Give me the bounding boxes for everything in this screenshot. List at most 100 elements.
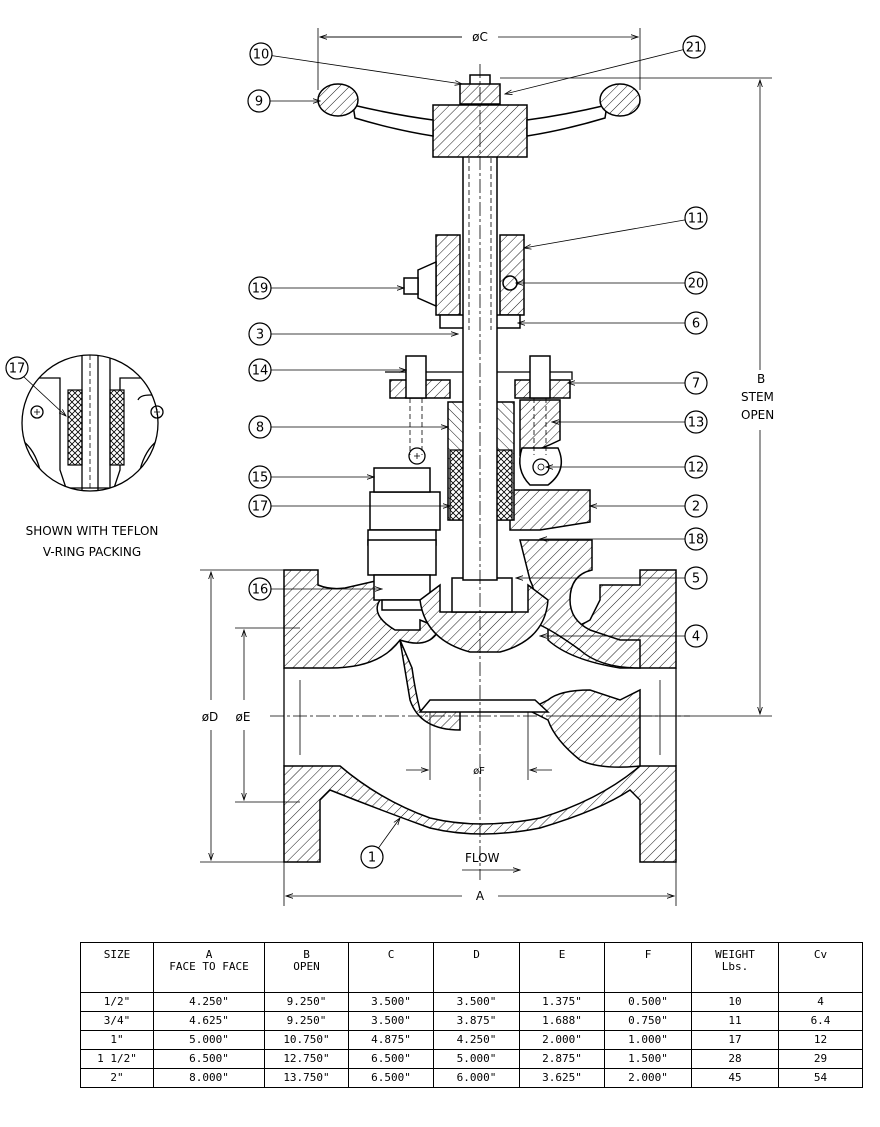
table-cell: 4.250" — [153, 992, 265, 1012]
table-header-cell: C — [348, 942, 434, 993]
callout-15: 15 — [248, 465, 374, 489]
callout-6: 6 — [518, 311, 708, 335]
flow-label: FLOW — [465, 851, 500, 865]
callout-label-12: 12 — [688, 461, 705, 476]
detail-caption-line-1: SHOWN WITH TEFLON — [26, 524, 159, 538]
table-cell: 2.875" — [519, 1049, 605, 1069]
dimension-f-label: øF — [473, 766, 485, 777]
table-cell: 0.500" — [604, 992, 692, 1012]
callout-4: 4 — [540, 624, 708, 648]
callout-2: 2 — [590, 494, 708, 518]
table-cell: 11 — [691, 1011, 779, 1031]
table-row: 1 1/2"6.500"12.750"6.500"5.000"2.875"1.5… — [80, 1049, 863, 1069]
callout-21: 21 — [505, 35, 706, 94]
callout-label-10: 10 — [253, 48, 270, 63]
callout-7: 7 — [568, 371, 708, 395]
callout-label-11: 11 — [688, 212, 705, 227]
callout-9: 9 — [247, 89, 320, 113]
table-header-cell: E — [519, 942, 605, 993]
callout-label-3: 3 — [256, 328, 264, 343]
table-cell: 2.000" — [604, 1068, 692, 1088]
table-header-cell: Cv — [778, 942, 863, 993]
table-cell: 1" — [80, 1030, 154, 1050]
callout-16: 16 — [248, 577, 382, 601]
table-cell: 0.750" — [604, 1011, 692, 1031]
table-cell: 28 — [691, 1049, 779, 1069]
callout-8: 8 — [248, 415, 448, 439]
table-header-cell: F — [604, 942, 692, 993]
detail-callout-label: 17 — [9, 362, 26, 377]
table-cell: 1.688" — [519, 1011, 605, 1031]
dimension-b-label-1: B — [757, 372, 765, 386]
table-cell: 3.500" — [348, 992, 434, 1012]
dimension-f: øF — [406, 712, 552, 780]
dimension-c-label: øC — [472, 30, 488, 44]
table-cell: 8.000" — [153, 1068, 265, 1088]
table-cell: 3.500" — [433, 992, 520, 1012]
dimension-e-label: øE — [236, 710, 251, 724]
table-header-cell: D — [433, 942, 520, 993]
callout-17: 17 — [248, 494, 450, 518]
callout-label-20: 20 — [688, 277, 705, 292]
table-cell: 6.000" — [433, 1068, 520, 1088]
table-cell: 2" — [80, 1068, 154, 1088]
table-cell: 3/4" — [80, 1011, 154, 1031]
callout-label-16: 16 — [252, 583, 269, 598]
callout-12: 12 — [546, 455, 708, 479]
dimension-c: øC — [317, 28, 641, 90]
callout-label-6: 6 — [692, 317, 700, 332]
table-cell: 6.500" — [348, 1049, 434, 1069]
dimension-a-label: A — [476, 889, 485, 903]
callout-1: 1 — [360, 818, 400, 869]
table-cell: 1.500" — [604, 1049, 692, 1069]
dimension-a: A — [283, 862, 677, 906]
valve-body — [283, 539, 677, 863]
callout-label-14: 14 — [252, 364, 269, 379]
table-cell: 6.500" — [153, 1049, 265, 1069]
callout-label-7: 7 — [692, 377, 700, 392]
table-cell: 4.625" — [153, 1011, 265, 1031]
table-cell: 45 — [691, 1068, 779, 1088]
table-row: 2"8.000"13.750"6.500"6.000"3.625"2.000"4… — [80, 1068, 863, 1088]
valve-cross-section-drawing: øC B STEM OPEN øD øE øF A FLOW 123456789… — [5, 28, 774, 906]
table-cell: 9.250" — [264, 992, 349, 1012]
callout-label-5: 5 — [692, 572, 700, 587]
callout-18: 18 — [540, 527, 708, 551]
table-cell: 3.625" — [519, 1068, 605, 1088]
dimension-b-label-3: OPEN — [741, 408, 774, 422]
dimension-d: øD — [200, 569, 284, 863]
dimension-e: øE — [235, 627, 300, 803]
callout-20: 20 — [516, 271, 708, 295]
table-row: 3/4"4.625"9.250"3.500"3.875"1.688"0.750"… — [80, 1011, 863, 1031]
callout-11: 11 — [524, 206, 708, 248]
dimension-d-label: øD — [202, 710, 219, 724]
callout-10: 10 — [249, 42, 462, 84]
callout-label-21: 21 — [686, 41, 703, 56]
callout-3: 3 — [248, 322, 458, 346]
table-cell: 12.750" — [264, 1049, 349, 1069]
flow-indicator: FLOW — [462, 851, 520, 870]
table-cell: 17 — [691, 1030, 779, 1050]
callout-label-8: 8 — [256, 421, 264, 436]
table-cell: 12 — [778, 1030, 863, 1050]
handwheel — [317, 83, 641, 158]
callout-label-15: 15 — [252, 471, 269, 486]
table-cell: 13.750" — [264, 1068, 349, 1088]
callout-label-4: 4 — [692, 630, 700, 645]
table-cell: 6.4 — [778, 1011, 863, 1031]
dimension-b-label-2: STEM — [741, 390, 774, 404]
dimension-b: B STEM OPEN — [500, 77, 774, 717]
table-cell: 4 — [778, 992, 863, 1012]
table-cell: 10 — [691, 992, 779, 1012]
callout-5: 5 — [516, 566, 708, 590]
callout-label-17: 17 — [252, 500, 269, 515]
table-cell: 54 — [778, 1068, 863, 1088]
table-header-cell: SIZE — [80, 942, 154, 993]
table-row: 1"5.000"10.750"4.875"4.250"2.000"1.000"1… — [80, 1030, 863, 1050]
table-cell: 5.000" — [433, 1049, 520, 1069]
